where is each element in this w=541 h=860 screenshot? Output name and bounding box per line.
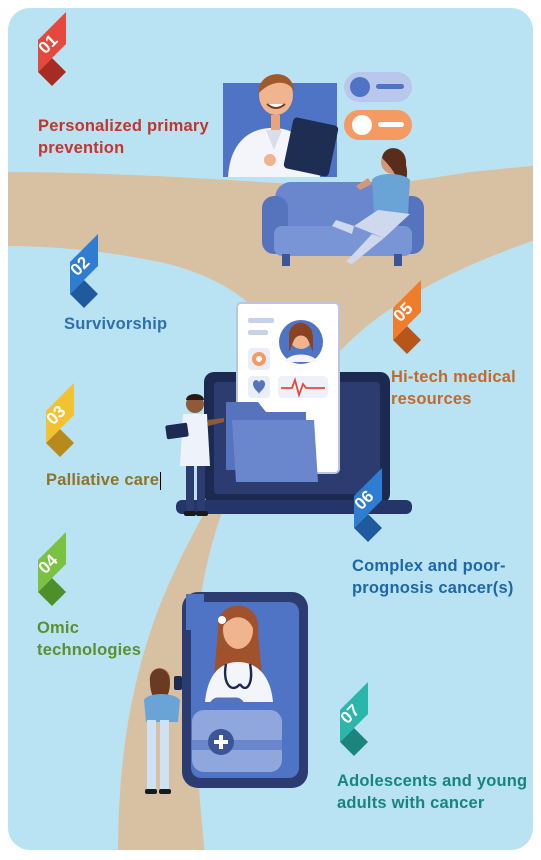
label-line: prevention [38,139,125,157]
label-line: adults with cancer [337,794,485,812]
tag-06: 06 [351,468,382,542]
label-line: Hi-tech medical [391,368,516,386]
label-palliative-care: Palliative care [46,469,162,491]
label-line: Personalized primary [38,117,209,135]
laptop-folder-illustration [165,302,412,516]
phone-nurse-illustration [144,592,308,794]
tag-04: 04 [35,532,66,606]
label-line: Adolescents and young [337,772,528,790]
tag-02: 02 [67,234,98,308]
label-line: Palliative care [46,471,160,489]
label-adolescents-young-adults: Adolescents and young adults with cancer [337,770,527,814]
label-hi-tech-medical-resources: Hi-tech medical resources [391,366,516,410]
label-personalized-primary-prevention: Personalized primary prevention [38,115,209,159]
patient-sofa-illustration [262,148,424,266]
text-cursor [160,471,162,490]
label-line: technologies [37,641,142,659]
label-line: Survivorship [64,315,168,333]
doctor-tablet-illustration [223,72,412,177]
label-survivorship: Survivorship [64,313,167,335]
label-complex-poor-prognosis-cancers: Complex and poor- prognosis cancer(s) [352,555,514,599]
label-line: resources [391,390,472,408]
label-omic-technologies: Omic technologies [37,617,141,661]
label-line: prognosis cancer(s) [352,579,514,597]
label-line: Complex and poor- [352,557,506,575]
label-line: Omic [37,619,80,637]
